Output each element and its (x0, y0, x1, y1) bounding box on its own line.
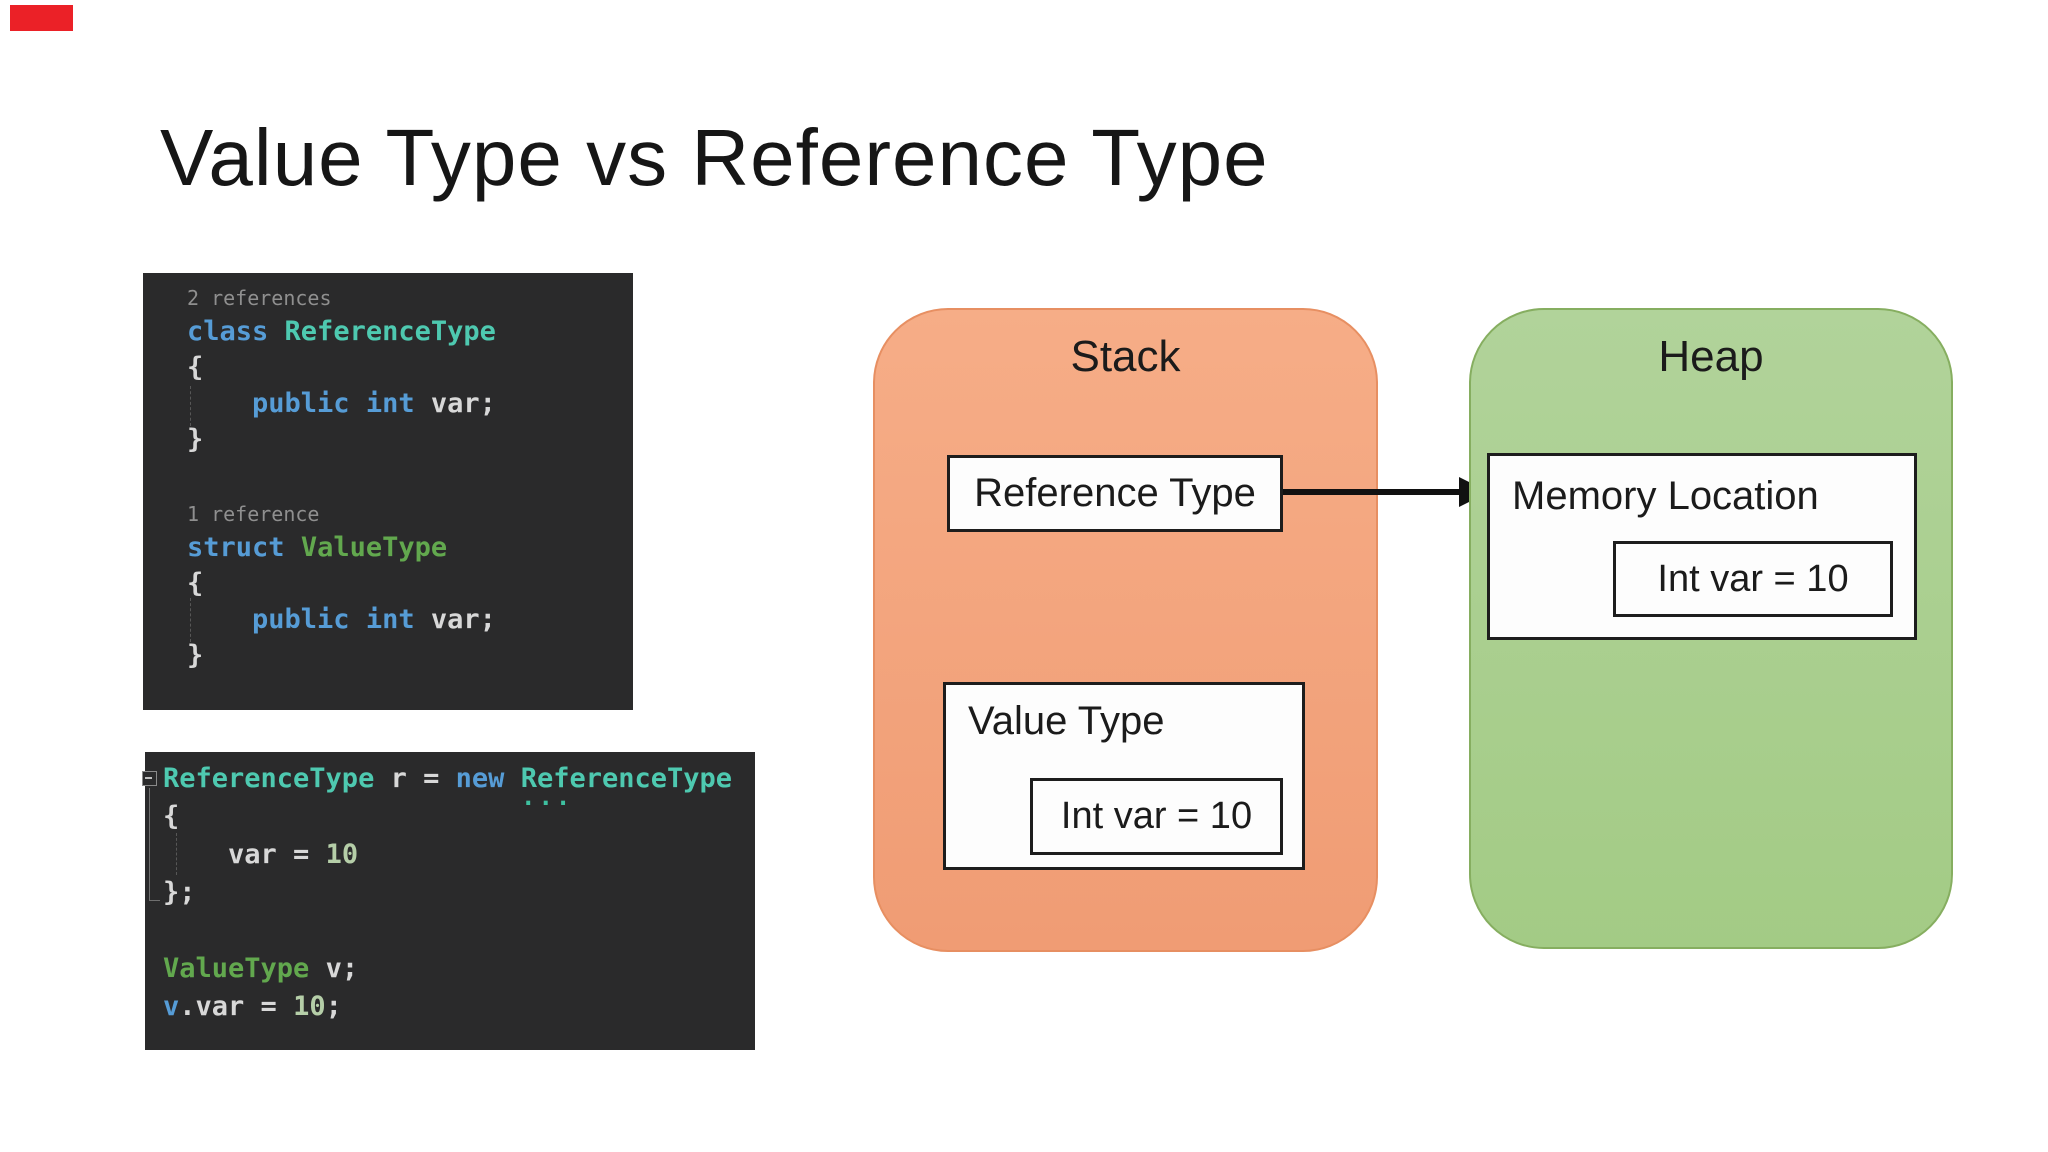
heap-zone: Heap Memory Location Int var = 10 (1469, 308, 1953, 949)
value-type-int-var-box: Int var = 10 (1030, 778, 1283, 855)
code-line: public int var; (252, 388, 496, 419)
stack-zone-label: Stack (1070, 332, 1181, 381)
fold-collapse-icon (142, 771, 157, 786)
code-line: v.var = 10; (163, 991, 342, 1022)
code-line: { (163, 801, 180, 832)
collapsed-region-dots: ... (521, 783, 574, 811)
code-line: }; (163, 877, 196, 908)
fold-extent-line (149, 788, 160, 901)
heap-zone-label: Heap (1658, 332, 1764, 381)
value-type-label: Value Type (968, 699, 1165, 743)
indent-guide (190, 386, 191, 426)
red-corner-mark (10, 5, 73, 31)
code-editor-usage: ReferenceType r = new ReferenceType { var… (145, 752, 755, 1050)
code-line: { (187, 568, 204, 599)
reference-arrow-line (1283, 489, 1461, 495)
code-line: var = 10 (228, 839, 359, 870)
memory-location-int-var-box: Int var = 10 (1613, 541, 1893, 617)
code-line: ValueType v; (163, 953, 359, 984)
code-blank-line (163, 912, 755, 950)
code-line: { (187, 352, 204, 383)
memory-location-box: Memory Location Int var = 10 (1487, 453, 1917, 640)
code-line: struct ValueType (187, 532, 448, 563)
code-line: } (187, 424, 204, 455)
reference-type-box: Reference Type (947, 455, 1283, 532)
codelens-reference-count: 2 references (187, 286, 332, 310)
codelens-reference-count: 1 reference (187, 502, 320, 526)
memory-location-label: Memory Location (1512, 474, 1819, 518)
code-line: public int var; (252, 604, 496, 635)
code-blank-line (187, 458, 633, 500)
slide-title: Value Type vs Reference Type (160, 113, 1269, 202)
code-editor-declarations: 2 references class ReferenceType { public … (143, 273, 633, 710)
stack-zone: Stack Reference Type Value Type Int var … (873, 308, 1378, 952)
indent-guide (176, 833, 177, 875)
code-line: class ReferenceType (187, 316, 496, 347)
value-type-box: Value Type Int var = 10 (943, 682, 1305, 870)
code-line: ReferenceType r = new ReferenceType (163, 763, 733, 794)
code-line: } (187, 640, 204, 671)
indent-guide (190, 598, 191, 642)
